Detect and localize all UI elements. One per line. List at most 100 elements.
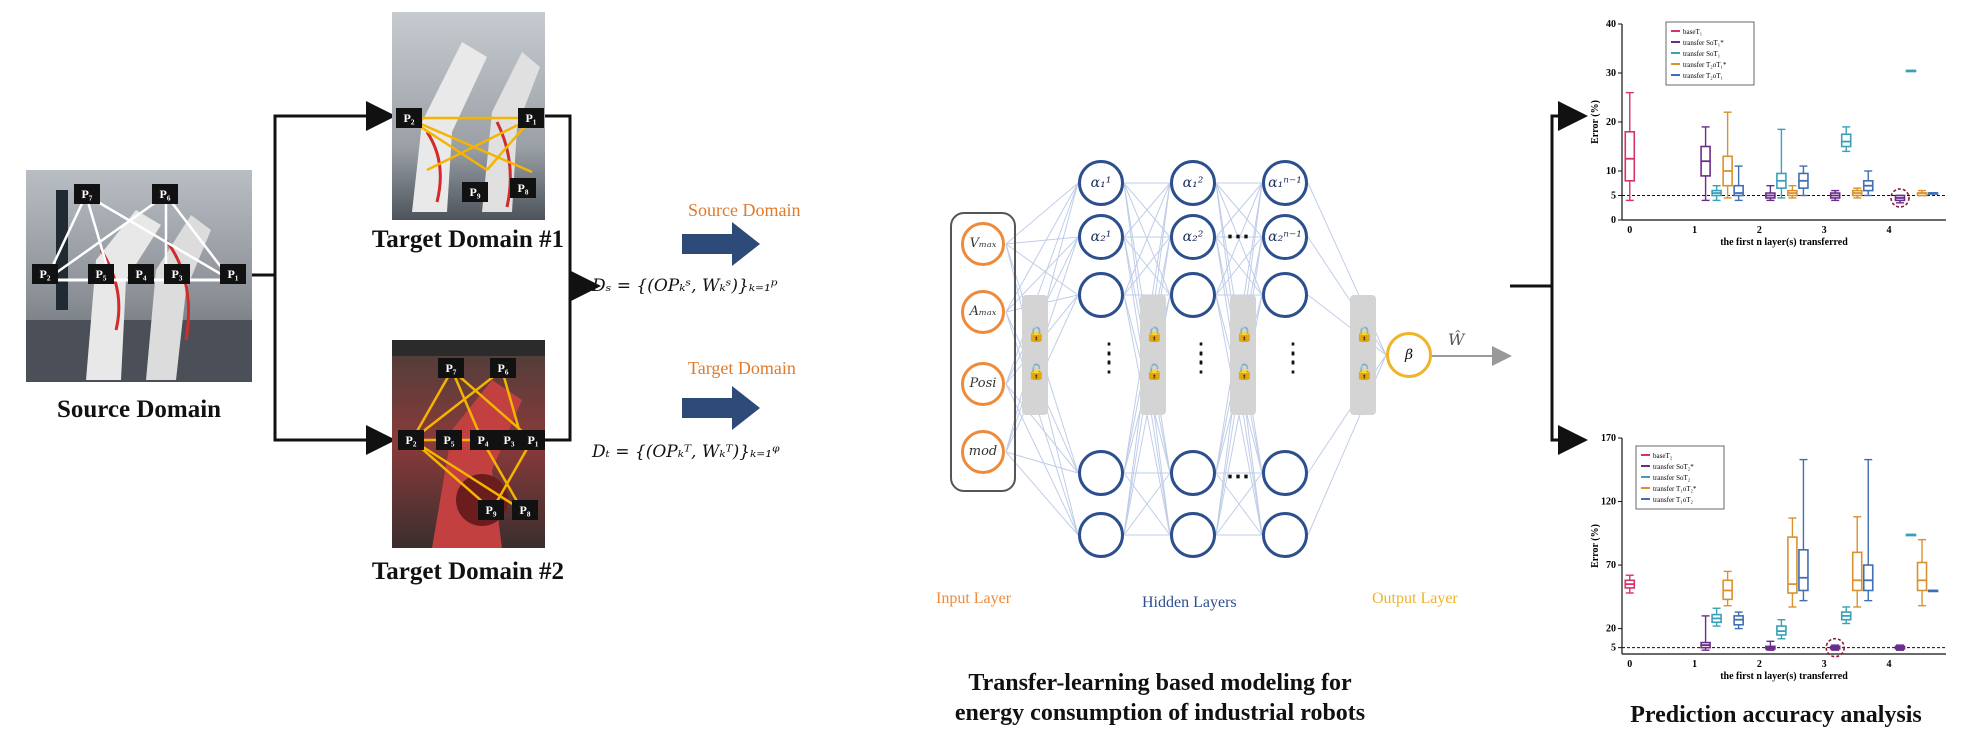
network-edge <box>1123 182 1171 238</box>
point-label: P₂ <box>396 108 422 128</box>
target-domain-2-photo: P₇ P₆ P₂ P₅ P₄ P₃ P₁ P₉ P₈ <box>392 340 545 548</box>
lock-icon: 🔒 <box>1027 327 1046 343</box>
target-domain-2-caption: Target Domain #2 <box>371 558 565 585</box>
x-tick-label: 4 <box>1886 225 1891 236</box>
network-edge <box>1005 243 1079 296</box>
legend-entry: baseT₁ <box>1683 28 1702 36</box>
y-tick-label: 40 <box>1606 19 1616 30</box>
x-tick-label: 4 <box>1886 659 1891 670</box>
point-label: P₁ <box>520 430 545 450</box>
prediction-caption: Prediction accuracy analysis <box>1630 702 1922 728</box>
box-body <box>1624 131 1636 182</box>
hidden-neuron <box>1262 272 1308 318</box>
x-tick-label: 3 <box>1822 659 1827 670</box>
legend-entry: transfer SoT₂ <box>1653 474 1691 482</box>
point-label: P₄ <box>470 430 496 450</box>
point-label: P₃ <box>164 264 190 284</box>
hidden-neuron: α₁¹ <box>1078 160 1124 206</box>
network-edge <box>1005 383 1079 536</box>
unlock-icon: 🔓 <box>1355 365 1374 381</box>
y-tick-label: 20 <box>1606 117 1616 128</box>
point-label: P₁ <box>518 108 544 128</box>
source-domain-label: Source Domain <box>688 200 801 220</box>
y-tick-label: 0 <box>1611 215 1616 226</box>
target-domain-1-caption: Target Domain #1 <box>371 226 565 253</box>
y-tick-label: 5 <box>1611 191 1616 202</box>
point-label: P₈ <box>510 178 536 198</box>
hidden-neuron <box>1078 450 1124 496</box>
lock-icon: 🔒 <box>1355 327 1374 343</box>
target-domain-label: Target Domain <box>688 358 796 378</box>
highlight-circle <box>1890 188 1910 208</box>
input-node-mod: mod <box>961 430 1005 474</box>
hidden-neuron <box>1262 450 1308 496</box>
hidden-neuron: α₁² <box>1170 160 1216 206</box>
box-body <box>1862 564 1874 592</box>
point-label: P₅ <box>88 264 114 284</box>
input-node-amax: Aₘₐₓ <box>961 290 1005 334</box>
frozen-layer-bar: 🔒🔓 <box>1022 295 1048 415</box>
point-label: P₆ <box>490 358 516 378</box>
point-label: P₉ <box>462 182 488 202</box>
network-edge <box>1005 182 1079 385</box>
model-caption-line2: energy consumption of industrial robots <box>954 700 1366 726</box>
y-axis-label: Error (%) <box>1590 524 1601 568</box>
network-edge <box>1215 182 1263 296</box>
input-node-posi: Posi <box>961 362 1005 406</box>
legend-entry: transfer T₂oT₁ <box>1683 72 1723 80</box>
x-tick-label: 1 <box>1692 225 1697 236</box>
hidden-layers-label: Hidden Layers <box>1142 594 1237 611</box>
point-label: P₈ <box>512 500 538 520</box>
network-edge <box>1005 236 1079 245</box>
legend-box <box>1665 21 1755 86</box>
y-tick-label: 170 <box>1601 433 1616 444</box>
output-layer-label: Output Layer <box>1372 590 1458 607</box>
y-tick-label: 30 <box>1606 68 1616 79</box>
x-axis-label: the first n layer(s) transferred <box>1720 237 1848 248</box>
network-edge <box>1215 236 1263 296</box>
source-domain-formula: Dₛ = {(OPₖˢ, Wₖˢ)}ₖ₌₁ᵖ <box>592 276 778 296</box>
source-domain-photo: P₇ P₆ P₂ P₅ P₄ P₃ P₁ <box>26 170 252 382</box>
y-tick-label: 20 <box>1606 624 1616 635</box>
y-tick-label: 10 <box>1606 166 1616 177</box>
box-body <box>1851 551 1863 592</box>
point-label: P₆ <box>152 184 178 204</box>
point-label: P₂ <box>398 430 424 450</box>
network-edge <box>1005 451 1079 474</box>
network-edge <box>1005 451 1079 536</box>
point-label: P₂ <box>32 264 58 284</box>
output-neuron: β <box>1386 332 1432 378</box>
legend-box <box>1635 445 1725 510</box>
network-edge <box>1005 383 1079 474</box>
legend-entry: transfer SoT₁ <box>1683 50 1720 58</box>
point-label: P₃ <box>496 430 522 450</box>
frozen-layer-bar: 🔒🔓 <box>1230 295 1256 415</box>
hidden-neuron: α₂¹ <box>1078 214 1124 260</box>
unlock-icon: 🔓 <box>1027 365 1046 381</box>
frozen-layer-bar: 🔒🔓 <box>1350 295 1376 415</box>
input-layer-box <box>950 212 1016 492</box>
source-input-arrow <box>682 222 760 266</box>
box-body <box>1733 184 1744 197</box>
legend-entry: baseT₂ <box>1653 452 1673 460</box>
legend-entry: transfer SoT₂* <box>1653 463 1694 471</box>
source-domain-caption: Source Domain <box>56 396 222 423</box>
x-tick-label: 0 <box>1627 659 1632 670</box>
network-edge <box>1123 472 1171 536</box>
point-label: P₇ <box>74 184 100 204</box>
target-input-arrow <box>682 386 760 430</box>
legend-entry: transfer T₁oT₂ <box>1653 496 1693 504</box>
network-edge <box>1005 182 1079 245</box>
hidden-neuron: α₁ⁿ⁻¹ <box>1262 160 1308 206</box>
hidden-neuron <box>1170 272 1216 318</box>
frozen-layer-bar: 🔒🔓 <box>1140 295 1166 415</box>
hidden-neuron <box>1262 512 1308 558</box>
point-label: P₇ <box>438 358 464 378</box>
network-edge <box>1215 472 1263 536</box>
ellipsis-horizontal: ⋯ <box>1226 464 1250 490</box>
x-tick-label: 2 <box>1757 659 1762 670</box>
y-tick-label: 5 <box>1611 643 1616 654</box>
x-tick-label: 1 <box>1692 659 1697 670</box>
unlock-icon: 🔓 <box>1145 365 1164 381</box>
